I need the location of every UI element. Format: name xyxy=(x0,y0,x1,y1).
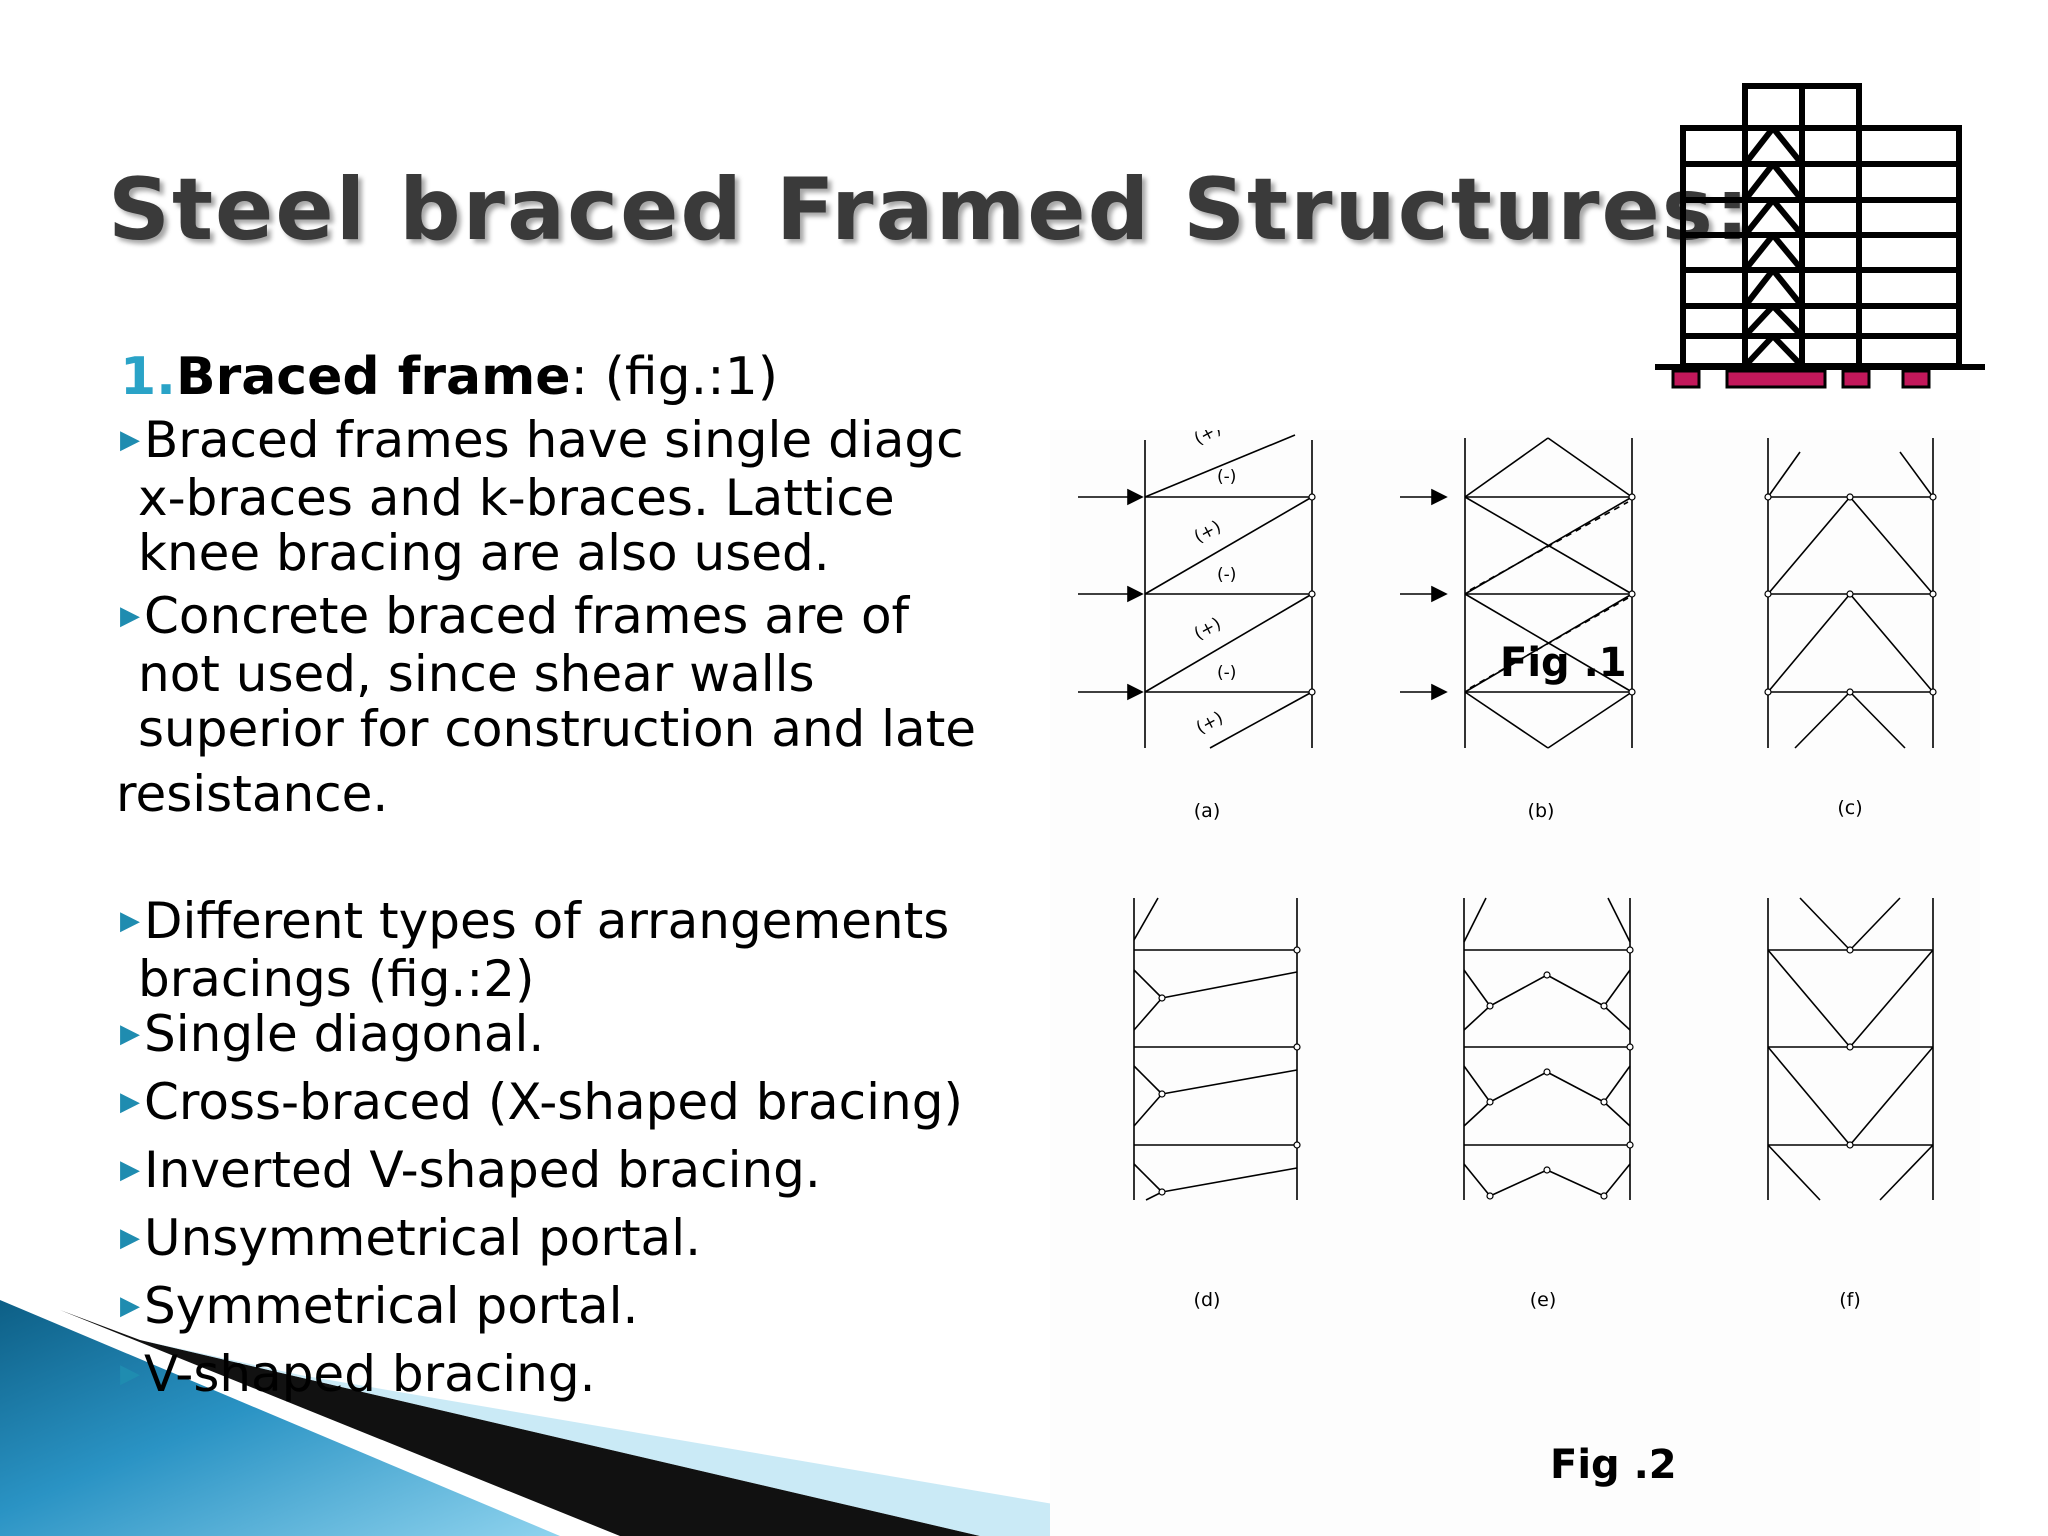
bullet-line: superior for construction and late xyxy=(138,702,977,757)
bullet-line: Different types of arrangements xyxy=(144,894,950,950)
section-number: 1. xyxy=(120,350,176,405)
force-label: (-) xyxy=(1217,565,1236,585)
bullet-line: Concrete braced frames are of xyxy=(144,589,910,645)
bracing-diagrams: (+) (-) (+) (-) (+) (-) (+) (a) (b) (c) … xyxy=(1078,419,1937,1311)
diagram-a xyxy=(1078,434,1313,749)
bullet-line: knee bracing are also used. xyxy=(138,526,830,581)
bullet-arrow-icon: ▶ xyxy=(120,1087,140,1117)
bullet-item: ▶Braced frames have single diagc x-brace… xyxy=(120,413,1050,581)
section-heading: 1.Braced frame: (fig.:1) xyxy=(120,350,1050,405)
decorative-swoosh xyxy=(0,1300,1240,1536)
force-label: (+) xyxy=(1193,708,1227,739)
bullet-item: ▶Unsymmetrical portal. xyxy=(120,1211,1050,1269)
bullet-item: ▶Inverted V-shaped bracing. xyxy=(120,1143,1050,1201)
building-icon xyxy=(1655,83,1985,389)
bullet-line: Single diagonal. xyxy=(144,1007,545,1063)
bullet-arrow-icon: ▶ xyxy=(120,601,140,631)
section-heading-bold: Braced frame xyxy=(175,350,571,405)
bullet-line: not used, since shear walls xyxy=(138,647,815,702)
force-label: (+) xyxy=(1191,430,1225,449)
bullet-line: bracings (fig.:2) xyxy=(138,952,535,1007)
diagram-e xyxy=(1463,897,1631,1200)
bullet-item: ▶V-shaped bracing. xyxy=(120,1347,1050,1405)
diagram-d xyxy=(1133,897,1298,1201)
section-heading-suffix: : (fig.:1) xyxy=(570,350,779,405)
bullet-arrow-icon: ▶ xyxy=(120,906,140,936)
bullet-arrow-icon: ▶ xyxy=(120,1359,140,1389)
panel-label-d: (d) xyxy=(1194,1289,1221,1311)
bullet-arrow-icon: ▶ xyxy=(120,1019,140,1049)
bullet-arrow-icon: ▶ xyxy=(120,1291,140,1321)
bullet-line: Symmetrical portal. xyxy=(144,1279,639,1335)
bullet-line: Inverted V-shaped bracing. xyxy=(144,1143,821,1199)
bullet-item: ▶Cross-braced (X-shaped bracing) xyxy=(120,1075,1050,1133)
bullet-line: Unsymmetrical portal. xyxy=(144,1211,701,1267)
force-label: (+) xyxy=(1191,517,1225,548)
force-label: (-) xyxy=(1217,467,1236,487)
slide-title: Steel braced Framed Structures: xyxy=(108,160,1752,260)
panel-label-f: (f) xyxy=(1839,1289,1861,1311)
bullet-arrow-icon: ▶ xyxy=(120,1223,140,1253)
text-content: 1.Braced frame: (fig.:1) ▶Braced frames … xyxy=(120,350,1050,1405)
force-label: (+) xyxy=(1191,614,1225,645)
bullet-item: ▶Symmetrical portal. xyxy=(120,1279,1050,1337)
bullet-line: Cross-braced (X-shaped bracing) xyxy=(144,1075,963,1131)
fig1-label: Fig .1 xyxy=(1500,640,1627,686)
diagram-b xyxy=(1400,437,1633,749)
bullet-arrow-icon: ▶ xyxy=(120,1155,140,1185)
force-label: (-) xyxy=(1217,663,1236,683)
bullet-line: Braced frames have single diagc xyxy=(144,413,964,469)
panel-label-e: (e) xyxy=(1530,1289,1557,1311)
bullet-item: ▶Different types of arrangements bracing… xyxy=(120,894,1050,1007)
fig2-label: Fig .2 xyxy=(1550,1442,1677,1488)
bullet-item: ▶Single diagonal. xyxy=(120,1007,1050,1065)
bracing-figure-panel: (+) (-) (+) (-) (+) (-) (+) (a) (b) (c) … xyxy=(1050,419,1980,1536)
panel-label-a: (a) xyxy=(1194,800,1220,822)
bullet-line: V-shaped bracing. xyxy=(144,1347,596,1403)
continuation-text: resistance. xyxy=(120,767,389,822)
panel-label-c: (c) xyxy=(1837,797,1862,819)
panel-label-b: (b) xyxy=(1528,800,1555,822)
bullet-arrow-icon: ▶ xyxy=(120,425,140,455)
bullet-item: ▶Concrete braced frames are of not used,… xyxy=(120,589,1050,757)
bullet-line: x-braces and k-braces. Lattice xyxy=(138,471,895,526)
